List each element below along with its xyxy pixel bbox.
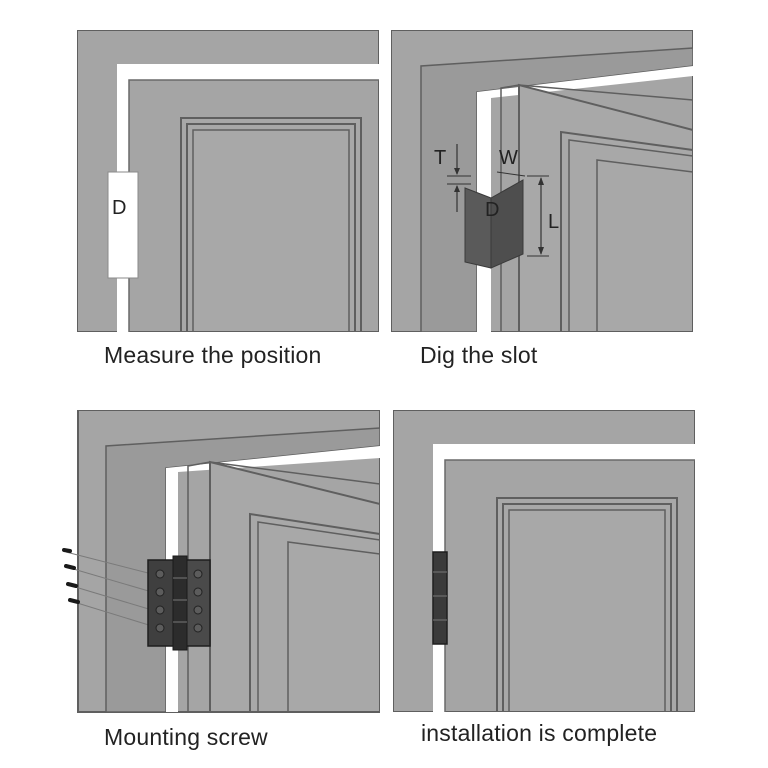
door-panel: [518, 83, 693, 332]
door-frame: [420, 47, 693, 332]
step-3-panel: [60, 410, 380, 714]
dimension-d-label: D: [485, 199, 499, 221]
step-3-illustration: [62, 410, 380, 713]
door-panel: [180, 117, 362, 332]
step-2-panel: T W L D: [391, 30, 693, 332]
step-2-caption: Dig the slot: [420, 342, 538, 368]
step-4-panel: [393, 410, 695, 712]
door-panel: [496, 497, 678, 712]
step-4-illustration: [393, 410, 695, 712]
dimension-l-label: L: [548, 211, 559, 233]
door-panel: [209, 460, 380, 713]
screws: [62, 548, 80, 604]
dimension-w-label: W: [499, 147, 518, 169]
step-1-illustration: D: [77, 30, 379, 332]
step-1-caption: Measure the position: [104, 342, 322, 368]
step-1-panel: D: [77, 30, 379, 332]
screw-guide-lines: [65, 551, 153, 627]
hinge-slot-right: [490, 179, 524, 269]
installed-hinge: [432, 551, 448, 645]
door-hinge: [147, 555, 211, 651]
dimension-t-label: T: [434, 147, 446, 169]
frame-gap: [477, 66, 693, 332]
step-2-illustration: T W L D: [391, 30, 693, 332]
hinge-position-mark: [107, 171, 139, 279]
step-4-caption: installation is complete: [421, 720, 658, 746]
step-3-caption: Mounting screw: [104, 724, 268, 750]
dimension-d-label: D: [112, 197, 126, 219]
width-dimension-line: [496, 171, 526, 177]
